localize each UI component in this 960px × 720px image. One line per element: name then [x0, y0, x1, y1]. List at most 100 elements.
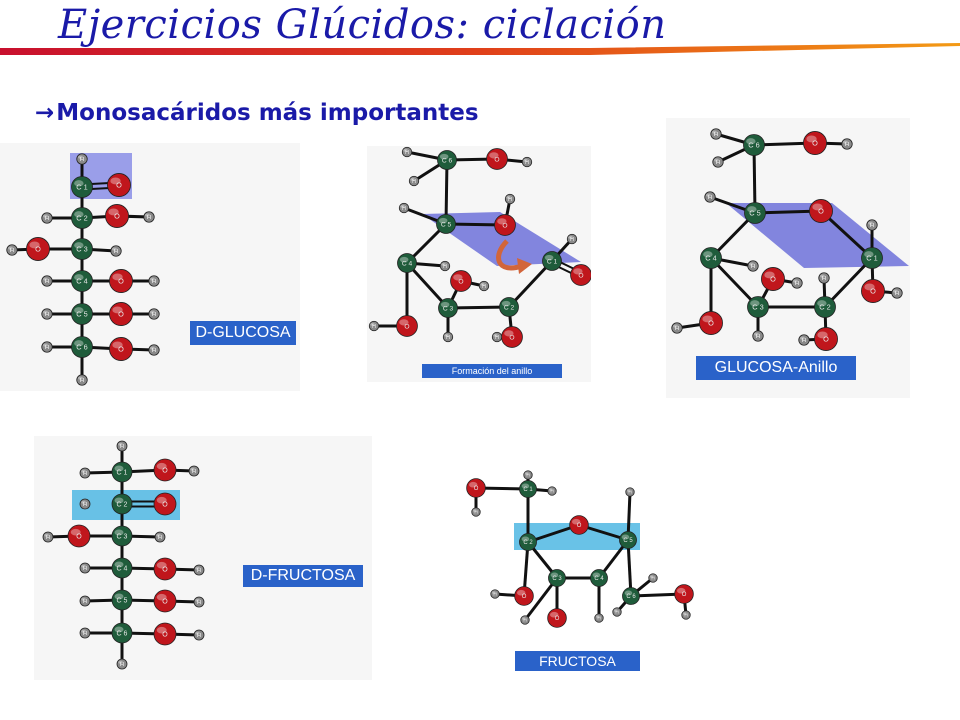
atom-label: H [802, 338, 806, 344]
oxygen-atom: O [153, 557, 177, 581]
atom-label: H [493, 592, 496, 597]
hydrogen-atom: H [504, 193, 516, 205]
hydrogen-atom: H [625, 487, 635, 497]
hydrogen-atom: H [521, 156, 533, 168]
atom-label: O [818, 207, 824, 216]
oxygen-atom: O [153, 458, 177, 482]
atom-label: H [197, 600, 201, 606]
hydrogen-atom: H [439, 260, 451, 272]
atom-label: O [162, 468, 168, 475]
subtitle-text: Monosacáridos más importantes [56, 100, 479, 126]
hydrogen-atom: H [116, 658, 128, 670]
carbon-4-atom: C 4 [700, 247, 722, 269]
hydrogen-atom: H [79, 562, 91, 574]
atom-label: C 6 [626, 594, 636, 600]
bond [823, 256, 874, 309]
carbon-4-atom: C 4 [111, 557, 133, 579]
oxygen-atom: O [153, 622, 177, 646]
carbon-3-atom: C 3 [111, 525, 133, 547]
hydrogen-atom: H [41, 212, 53, 224]
atom-label: C 3 [117, 534, 128, 541]
atom-label: H [152, 312, 156, 318]
atom-label: C 3 [76, 245, 87, 254]
hydrogen-atom: H [79, 467, 91, 479]
atom-label: C 6 [76, 343, 87, 352]
oxygen-atom: O [109, 302, 133, 326]
subtitle: →Monosacáridos más importantes [35, 100, 479, 126]
atom-label: C 3 [752, 303, 763, 312]
atom-label: H [80, 157, 84, 163]
hydrogen-atom: H [594, 613, 604, 623]
atom-label: O [522, 594, 527, 600]
hydrogen-atom: H [798, 334, 810, 346]
carbon-4-atom: C 4 [397, 253, 417, 273]
carbon-5-atom: C 5 [619, 531, 637, 549]
atom-label: H [474, 510, 477, 515]
atom-label: H [714, 132, 718, 138]
hydrogen-atom: H [76, 153, 88, 165]
atom-label: H [570, 237, 574, 243]
carbon-2-atom: C 2 [519, 533, 537, 551]
hydrogen-atom: H [671, 322, 683, 334]
atom-label: H [147, 215, 151, 221]
atom-label: H [550, 489, 553, 494]
atom-label: O [118, 345, 124, 354]
atom-label: O [502, 222, 507, 229]
atom-label: H [443, 264, 447, 270]
oxygen-atom: O [494, 214, 516, 236]
carbon-3-atom: C 3 [548, 569, 566, 587]
fructosa-label: FRUCTOSA [515, 651, 640, 671]
atom-label: H [523, 618, 526, 623]
carbon-6-atom: C 6 [622, 587, 640, 605]
title-underline [0, 43, 960, 55]
atom-label: H [120, 662, 124, 668]
atom-label: H [372, 324, 376, 330]
oxygen-atom: O [107, 173, 131, 197]
hydrogen-atom: H [648, 573, 658, 583]
hydrogen-atom: H [612, 607, 622, 617]
atom-label: O [555, 616, 560, 622]
carbon-6-atom: C 6 [71, 336, 93, 358]
bond [507, 259, 554, 309]
atom-label: H [114, 249, 118, 255]
atom-label: H [45, 279, 49, 285]
atom-label: C 1 [76, 183, 87, 192]
hydrogen-atom: H [41, 308, 53, 320]
formacion-label: Formación del anillo [422, 364, 562, 378]
atom-label: O [770, 275, 776, 284]
atom-label: C 5 [117, 598, 128, 605]
atom-label: H [822, 276, 826, 282]
atom-label: C 4 [705, 254, 716, 263]
atom-label: C 1 [117, 470, 128, 477]
atom-label: O [823, 335, 829, 344]
atom-label: O [578, 272, 583, 279]
carbon-2-atom: C 2 [499, 297, 519, 317]
atom-label: C 4 [76, 277, 87, 286]
atom-label: H [651, 576, 654, 581]
atom-label: H [870, 223, 874, 229]
oxygen-atom: O [501, 326, 523, 348]
atom-label: H [80, 378, 84, 384]
hydrogen-atom: H [148, 275, 160, 287]
carbon-6-atom: C 6 [743, 134, 765, 156]
oxygen-atom: O [570, 264, 591, 286]
carbon-1-atom: C 1 [519, 480, 537, 498]
atom-label: H [628, 490, 631, 495]
atom-label: H [192, 469, 196, 475]
carbon-3-atom: C 3 [438, 298, 458, 318]
hydrogen-atom: H [471, 507, 481, 517]
atom-label: C 5 [623, 538, 633, 544]
atom-label: H [845, 142, 849, 148]
atom-label: H [158, 535, 162, 541]
carbon-5-atom: C 5 [436, 214, 456, 234]
atom-label: H [45, 312, 49, 318]
hydrogen-atom: H [42, 531, 54, 543]
oxygen-atom: O [569, 515, 589, 535]
hydrogen-atom: H [401, 146, 413, 158]
oxygen-atom: O [514, 586, 534, 606]
slide-title: Ejercicios Glúcidos: ciclación [58, 2, 667, 48]
oxygen-atom: O [450, 270, 472, 292]
atom-label: C 5 [749, 209, 760, 218]
d-fructosa-label: D-FRUCTOSA [243, 565, 363, 587]
atom-label: C 3 [552, 576, 562, 582]
